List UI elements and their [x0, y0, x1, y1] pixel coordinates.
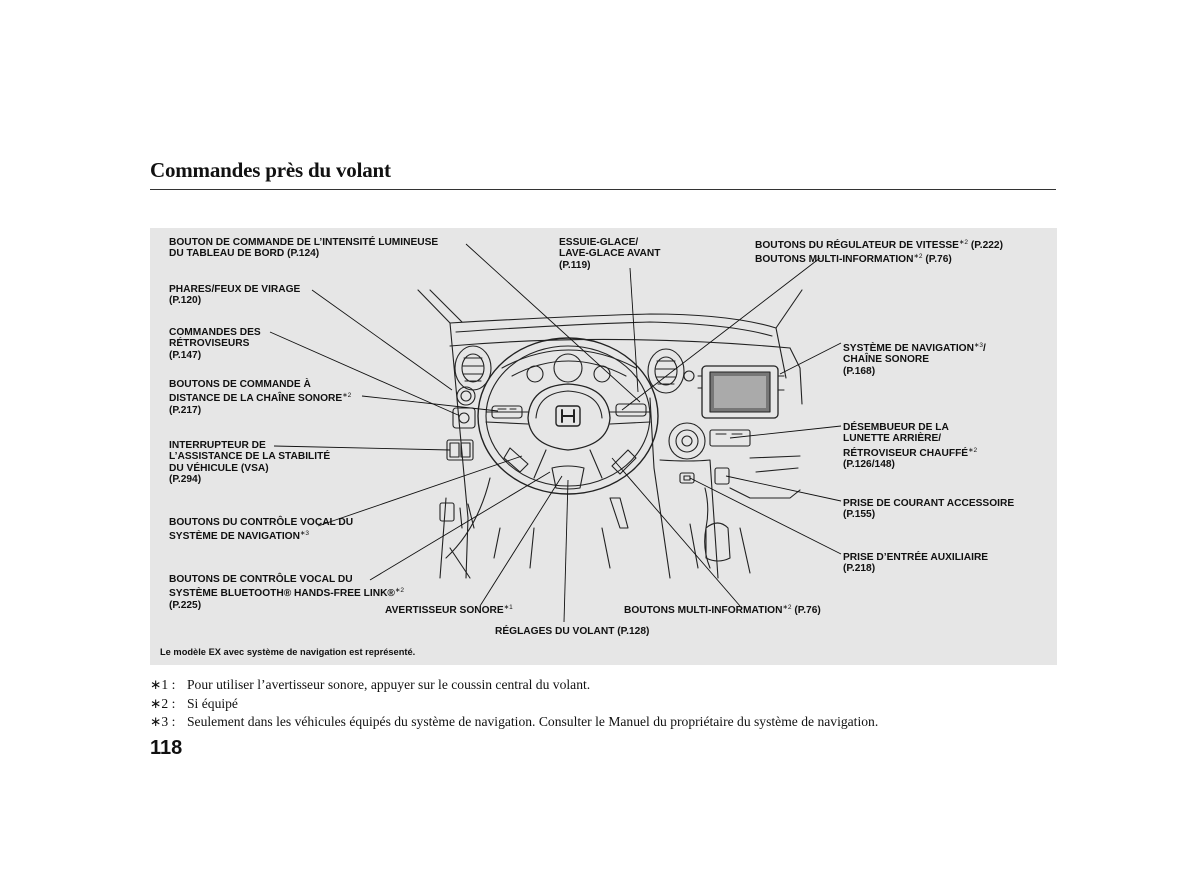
label-dash-brightness: BOUTON DE COMMANDE DE L’INTENSITÉ LUMINE…: [169, 237, 439, 260]
footnote-3: ∗3 :Seulement dans les véhicules équipés…: [150, 714, 879, 729]
label-cruise: BOUTONS DU RÉGULATEUR DE VITESSE∗2 (P.22…: [755, 239, 1003, 266]
label-audio-remote: BOUTONS DE COMMANDE À DISTANCE DE LA CHA…: [169, 379, 352, 416]
footnotes: ∗1 :Pour utiliser l’avertisseur sonore, …: [150, 676, 1056, 732]
left-a-pillar: [417, 289, 469, 579]
label-aux-jack: PRISE D’ENTRÉE AUXILIAIRE (P.218): [843, 552, 989, 575]
page-number: 118: [150, 737, 183, 759]
brightness-knob: [456, 386, 476, 406]
label-vsa: INTERRUPTEUR DE L’ASSISTANCE DE LA STABI…: [169, 440, 331, 486]
label-wheel-adjust: RÉGLAGES DU VOLANT (P.128): [495, 626, 650, 637]
label-nav-voice: BOUTONS DU CONTRÔLE VOCAL DU SYSTÈME DE …: [169, 517, 354, 543]
page-title: Commandes près du volant: [150, 158, 391, 182]
label-bluetooth-voice: BOUTONS DE CONTRÔLE VOCAL DU SYSTÈME BLU…: [169, 574, 405, 611]
climate-knob: [668, 422, 706, 460]
dashboard-figure: BOUTON DE COMMANDE DE L’INTENSITÉ LUMINE…: [150, 228, 1057, 665]
leader-lines: [269, 243, 842, 623]
nav-screen: [701, 365, 779, 419]
footnote-2: ∗2 :Si équipé: [150, 695, 238, 711]
label-navigation: SYSTÈME DE NAVIGATION∗3/ CHAÎNE SONORE (…: [843, 342, 986, 377]
label-mirrors: COMMANDES DES RÉTROVISEURS (P.147): [169, 327, 261, 361]
airbag-hub: [527, 383, 611, 451]
dashboard-illustration: [417, 289, 803, 579]
footnote-1: ∗1 :Pour utiliser l’avertisseur sonore, …: [150, 677, 591, 692]
label-horn: AVERTISSEUR SONORE∗1: [385, 604, 513, 616]
power-outlet: [679, 472, 695, 484]
label-multi-info-bottom: BOUTONS MULTI-INFORMATION∗2 (P.76): [624, 604, 821, 616]
label-headlights: PHARES/FEUX DE VIRAGE (P.120): [169, 284, 301, 307]
label-power-outlet: PRISE DE COURANT ACCESSOIRE (P.155): [843, 498, 1015, 521]
title-rule: [150, 189, 1056, 190]
label-defroster: DÉSEMBUEUR DE LA LUNETTE ARRIÈRE/ RÉTROV…: [843, 422, 978, 471]
figure-caption: Le modèle EX avec système de navigation …: [160, 647, 416, 657]
right-vent: [647, 348, 685, 394]
label-wipers: ESSUIE-GLACE/ LAVE-GLACE AVANT (P.119): [559, 237, 661, 271]
honda-logo: [555, 405, 581, 427]
defroster-button: [714, 467, 730, 485]
